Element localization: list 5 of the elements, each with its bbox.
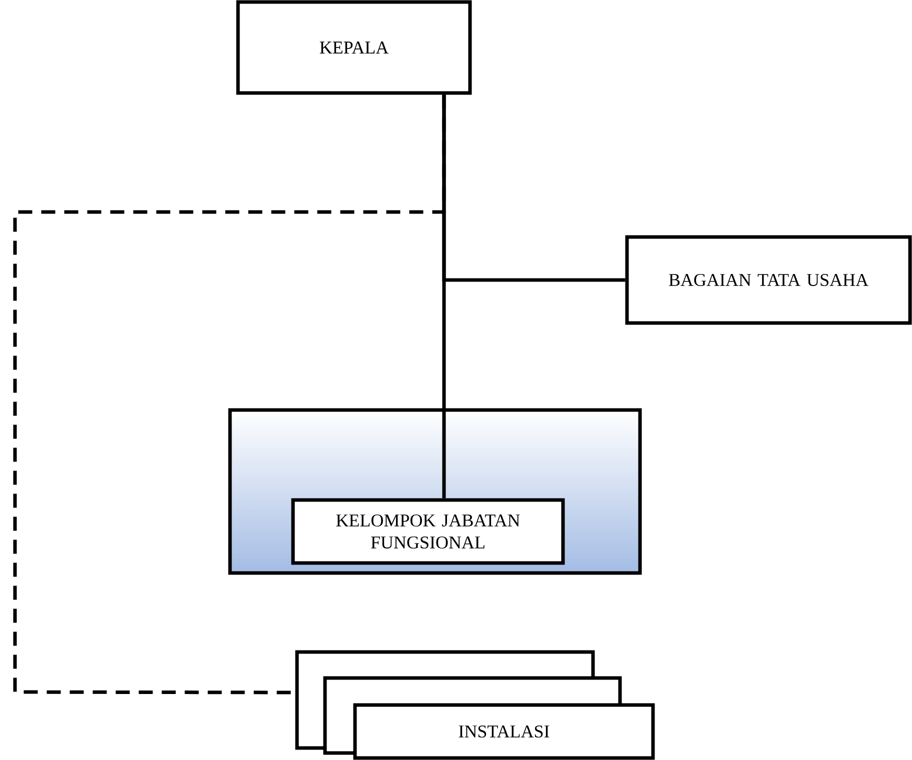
stacked-boxes: INSTALASI: [295, 650, 655, 760]
org-box: BAGAIAN TATA USAHA: [625, 235, 912, 325]
org-box: KEPALA: [236, 0, 472, 95]
org-box: KELOMPOK JABATAN FUNGSIONAL: [291, 498, 565, 565]
dashed-connector: [13, 94, 446, 694]
